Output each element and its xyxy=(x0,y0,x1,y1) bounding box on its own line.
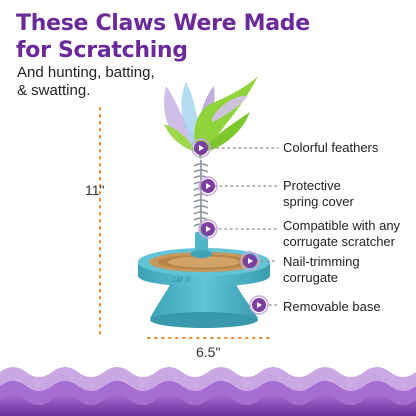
callout-nail-line-1: Nail-trimming xyxy=(283,254,360,269)
feather-plume xyxy=(164,76,258,160)
spring xyxy=(193,160,209,232)
subheadline-line-1: And hunting, batting, xyxy=(17,64,155,81)
callout-marker-nail xyxy=(240,251,260,271)
callout-feathers: Colorful feathers xyxy=(283,140,378,156)
callout-compatible: Compatible with any corrugate scratcher xyxy=(283,218,400,250)
base-imprint: CAT IT xyxy=(172,277,191,284)
subheadline: And hunting, batting, & swatting. xyxy=(17,64,155,100)
callout-base-line-1: Removable base xyxy=(283,299,381,314)
headline: These Claws Were Made for Scratching xyxy=(16,10,310,64)
callout-compatible-line-1: Compatible with any xyxy=(283,218,401,233)
callout-compatible-line-2: corrugate scratcher xyxy=(283,234,395,249)
decorative-waves xyxy=(0,367,416,416)
callout-feathers-line-1: Colorful feathers xyxy=(283,140,379,155)
callout-spring-line-1: Protective xyxy=(283,178,341,193)
callout-spring-line-2: spring cover xyxy=(283,194,354,209)
callout-spring-cover: Protective spring cover xyxy=(283,178,354,210)
subheadline-line-2: & swatting. xyxy=(17,82,91,99)
callout-marker-feathers xyxy=(191,138,211,158)
width-label: 6.5" xyxy=(196,344,221,360)
headline-line-1: These Claws Were Made xyxy=(16,11,310,36)
toy-base: CAT IT xyxy=(138,232,270,328)
callout-removable-base: Removable base xyxy=(283,299,381,315)
callout-nail-trimming: Nail-trimming corrugate xyxy=(283,254,360,286)
height-label: 11" xyxy=(85,182,105,198)
callout-nail-line-2: corrugate xyxy=(283,270,338,285)
callout-marker-base xyxy=(249,295,269,315)
callout-marker-compatible xyxy=(198,219,218,239)
headline-line-2: for Scratching xyxy=(16,38,188,63)
callout-marker-spring xyxy=(198,176,218,196)
callout-leaders xyxy=(205,147,279,306)
